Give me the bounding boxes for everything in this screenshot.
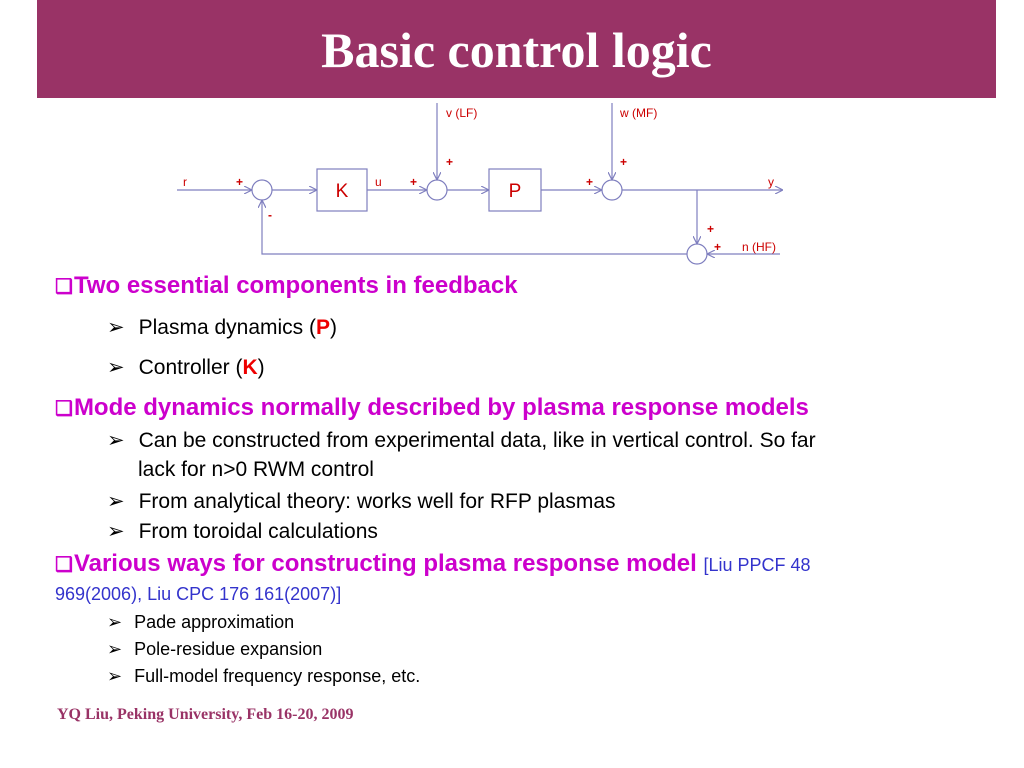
controller-label: K — [336, 181, 349, 202]
heading-various-ways: ❑Various ways for constructing plasma re… — [55, 550, 811, 578]
label-w: w (MF) — [619, 106, 657, 120]
arrow-bullet-icon: ➢ — [107, 612, 123, 632]
heading-text: Two essential components in feedback — [73, 272, 518, 299]
citation: [Liu PPCF 48 — [703, 555, 811, 575]
sign-plus-j1: + — [236, 175, 243, 189]
slide-footer: YQ Liu, Peking University, Feb 16-20, 20… — [57, 706, 354, 723]
item-text: Pade approximation — [134, 612, 295, 632]
list-item-analytical: ➢ From analytical theory: works well for … — [107, 489, 616, 514]
label-n: n (HF) — [742, 240, 776, 254]
item-text: Pole-residue expansion — [134, 639, 323, 659]
arrow-bullet-icon: ➢ — [107, 666, 123, 686]
list-item-experimental-continued: lack for n>0 RWM control — [138, 458, 374, 482]
arrow-bullet-icon: ➢ — [107, 356, 125, 379]
sign-plus-j3-left: + — [586, 175, 593, 189]
heading-text: Mode dynamics normally described by plas… — [73, 394, 809, 421]
item-text: Plasma dynamics ( — [138, 316, 316, 339]
arrow-bullet-icon: ➢ — [107, 429, 125, 452]
heading-two-components: ❑Two essential components in feedback — [55, 272, 518, 300]
arrow-bullet-icon: ➢ — [107, 520, 125, 543]
item-text: Controller ( — [138, 356, 243, 379]
controller-block — [316, 168, 368, 212]
sign-minus-j1: - — [268, 208, 272, 222]
feedback-line — [262, 201, 687, 255]
sign-plus-j4-top: + — [707, 222, 714, 236]
citation-continued: 969(2006), Liu CPC 176 161(2007)] — [55, 584, 342, 604]
label-r: r — [183, 175, 187, 189]
sign-plus-j2-top: + — [446, 155, 453, 169]
list-item-full-model: ➢ Full-model frequency response, etc. — [107, 666, 420, 687]
arrow-bullet-icon: ➢ — [107, 316, 125, 339]
checkbox-bullet-icon: ❑ — [55, 554, 73, 576]
summing-junction-4 — [686, 243, 708, 265]
title-bar: Basic control logic — [37, 0, 996, 98]
item-text: ) — [330, 316, 338, 339]
summing-junction-1 — [251, 179, 273, 201]
sign-plus-j3-top: + — [620, 155, 627, 169]
list-item-pole-residue: ➢ Pole-residue expansion — [107, 639, 322, 660]
label-v: v (LF) — [446, 106, 477, 120]
block-diagram: K P r u y v (LF) w (MF) n (HF) + - + + +… — [177, 103, 1024, 265]
plant-block — [488, 168, 542, 212]
summing-junction-2 — [426, 179, 448, 201]
list-item-controller: ➢ Controller (K) — [107, 355, 265, 380]
heading-text: Various ways for constructing plasma res… — [73, 550, 697, 577]
slide-title: Basic control logic — [321, 22, 712, 78]
emphasis-k: K — [242, 356, 258, 379]
heading-mode-dynamics: ❑Mode dynamics normally described by pla… — [55, 394, 809, 422]
checkbox-bullet-icon: ❑ — [55, 398, 73, 420]
item-text: lack for n>0 RWM control — [138, 458, 374, 481]
label-u: u — [375, 175, 382, 189]
emphasis-p: P — [316, 316, 331, 339]
sign-plus-j2-left: + — [410, 175, 417, 189]
item-text: From toroidal calculations — [138, 520, 378, 543]
item-text: From analytical theory: works well for R… — [138, 490, 616, 513]
list-item-toroidal: ➢ From toroidal calculations — [107, 519, 378, 544]
item-text: ) — [257, 356, 265, 379]
list-item-plasma-dynamics: ➢ Plasma dynamics (P) — [107, 315, 337, 340]
list-item-experimental: ➢ Can be constructed from experimental da… — [107, 428, 816, 453]
checkbox-bullet-icon: ❑ — [55, 276, 73, 298]
plant-label: P — [509, 181, 522, 202]
item-text: Can be constructed from experimental dat… — [138, 429, 816, 452]
arrow-bullet-icon: ➢ — [107, 639, 123, 659]
list-item-pade: ➢ Pade approximation — [107, 612, 294, 633]
label-y: y — [768, 175, 774, 189]
item-text: Full-model frequency response, etc. — [134, 666, 421, 686]
sign-plus-j4-right: + — [714, 240, 721, 254]
arrow-bullet-icon: ➢ — [107, 490, 125, 513]
summing-junction-3 — [601, 179, 623, 201]
